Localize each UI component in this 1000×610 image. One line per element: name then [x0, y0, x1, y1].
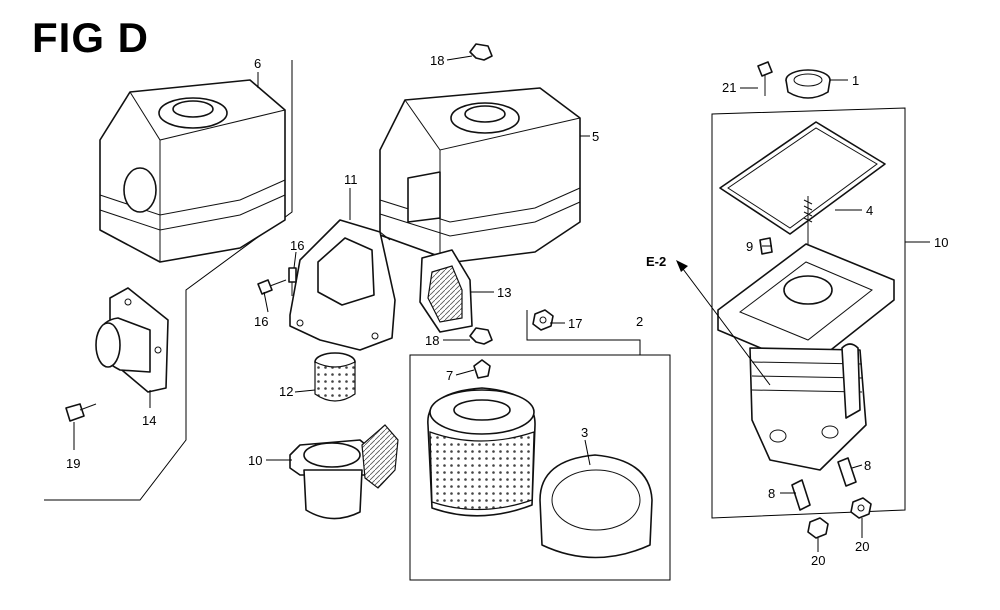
part-8-tube-b: [837, 457, 857, 487]
callout-16-lower: 16: [254, 314, 268, 329]
callout-13: 12: [279, 384, 293, 399]
figure-title: FIG D: [32, 14, 149, 61]
callout-5: 5: [592, 129, 599, 144]
part-20-nut-b: [850, 497, 872, 519]
callout-4: 4: [866, 203, 873, 218]
callout-15: 14: [142, 413, 156, 428]
callout-3: 3: [581, 425, 588, 440]
part-8-tube-a: [791, 479, 811, 511]
part-2-filter-element: [427, 387, 536, 517]
part-3-foam-element: [539, 454, 653, 559]
leader-lines: [73, 55, 930, 552]
part-16-bolt-a: [257, 279, 287, 295]
part-16-bolt-b: [288, 267, 297, 296]
callout-14: 13: [497, 285, 511, 300]
callout-2: 2: [636, 314, 643, 329]
callout-1: 1: [852, 73, 859, 88]
callout-21: 21: [722, 80, 736, 95]
part-18-clip-top: [469, 43, 493, 61]
part-2-group-box: [409, 354, 671, 581]
callout-20-left: 20: [811, 553, 825, 568]
part-18-clip-lower: [469, 327, 493, 345]
callout-18-top: 18: [430, 53, 444, 68]
callout-17: 17: [568, 316, 582, 331]
callout-9: 9: [746, 239, 753, 254]
part-6-air-cleaner-cover: [99, 79, 286, 263]
part-10-group-box: [711, 107, 906, 519]
callout-7: 7: [446, 368, 453, 383]
part-11-oil-cup: [289, 424, 399, 520]
part-7-wing-nut: [473, 359, 491, 379]
part-12-air-duct: [289, 219, 396, 351]
callout-20-right: 20: [855, 539, 869, 554]
callout-18-lower: 18: [425, 333, 439, 348]
part-10-air-cleaner-case: [717, 243, 895, 471]
section-divider-left: [44, 60, 293, 501]
reference-label-e2: E-2: [646, 254, 666, 269]
callout-8-left: 8: [768, 486, 775, 501]
part-2-group-connector: [526, 310, 641, 355]
part-1-grommet: [785, 69, 831, 99]
part-20-nut-a: [807, 517, 829, 539]
callout-12: 11: [344, 172, 358, 187]
callout-11: 10: [248, 453, 262, 468]
callout-10: 10: [934, 235, 948, 250]
part-17-nut: [532, 309, 554, 331]
callout-19: 19: [66, 456, 80, 471]
reference-arrow-e2: [676, 260, 771, 386]
callout-8-right: 8: [864, 458, 871, 473]
callout-16-upper: 16: [290, 238, 304, 253]
part-21-screw: [757, 61, 773, 96]
part-13-filter-screen: [314, 352, 356, 402]
callout-6: 6: [254, 56, 261, 71]
part-15-intake-elbow: [95, 287, 169, 393]
part-14-gasket: [419, 249, 473, 333]
part-19-bolt: [65, 403, 97, 422]
part-5-air-cleaner-cover: [379, 87, 581, 263]
